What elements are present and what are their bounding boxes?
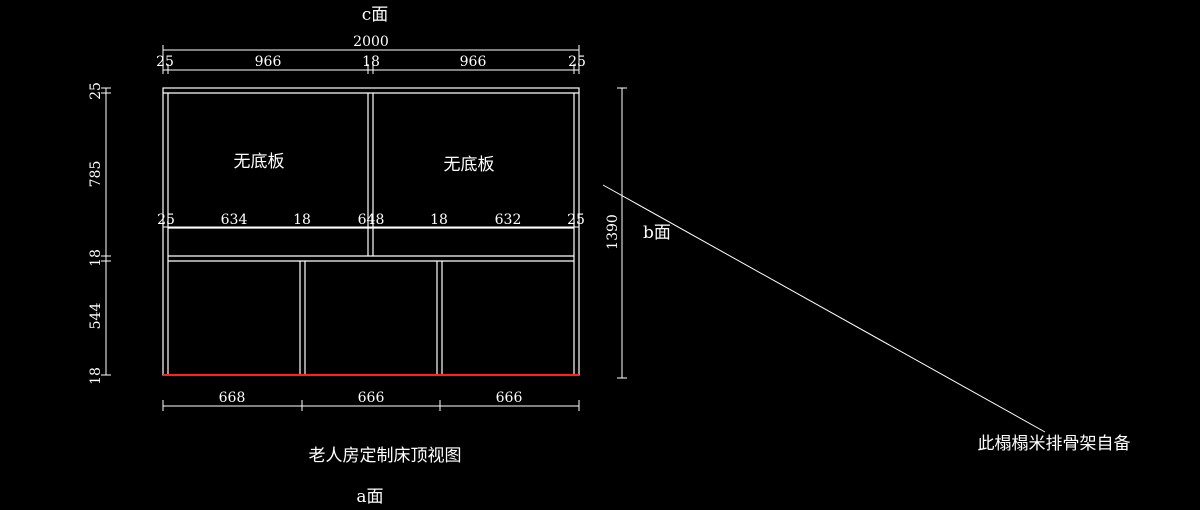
bed-frame <box>162 87 580 376</box>
face-label-right: b面 <box>643 223 671 243</box>
dim-left-2: 785 <box>88 161 104 188</box>
dim-left-3: 18 <box>88 249 104 267</box>
face-label-bottom: a面 <box>356 487 383 507</box>
dim-mid-4: 648 <box>358 212 385 228</box>
outer-frame <box>162 87 580 376</box>
dim-bottom-2: 666 <box>358 390 385 406</box>
dim-bottom-1: 668 <box>219 390 246 406</box>
dim-left-4: 544 <box>88 303 104 330</box>
dim-top-3: 18 <box>362 54 380 70</box>
dim-top-1: 25 <box>156 54 174 70</box>
panel-label-left: 无底板 <box>234 152 285 172</box>
dim-top-total: 2000 <box>353 34 389 50</box>
note-leader-line <box>602 184 1046 433</box>
frame-note: 此榻榻米排骨架自备 <box>978 434 1131 454</box>
right-dimension: 1390 <box>605 87 627 379</box>
panel-label-right: 无底板 <box>444 155 495 175</box>
dim-right-total: 1390 <box>605 214 621 250</box>
face-label-top: c面 <box>362 5 389 25</box>
dim-mid-3: 18 <box>293 212 311 228</box>
dim-mid-6: 632 <box>495 212 522 228</box>
dim-mid-5: 18 <box>430 212 448 228</box>
dim-left-5: 18 <box>88 367 104 385</box>
drawing-title: 老人房定制床顶视图 <box>309 446 462 466</box>
middle-dimensions: 25 634 18 648 18 632 25 <box>157 212 585 228</box>
dim-top-5: 25 <box>568 54 586 70</box>
bottom-dimensions: 668 666 666 <box>162 390 580 411</box>
dim-left-1: 25 <box>88 82 104 100</box>
dim-bottom-3: 666 <box>496 390 523 406</box>
left-dimensions: 25 785 18 544 18 <box>88 82 111 385</box>
dim-mid-7: 25 <box>567 212 585 228</box>
dim-top-4: 966 <box>460 54 487 70</box>
dim-top-2: 966 <box>255 54 282 70</box>
dim-mid-2: 634 <box>221 212 248 228</box>
dim-mid-1: 25 <box>157 212 175 228</box>
top-dimensions: 2000 25 966 18 966 25 <box>156 34 586 74</box>
